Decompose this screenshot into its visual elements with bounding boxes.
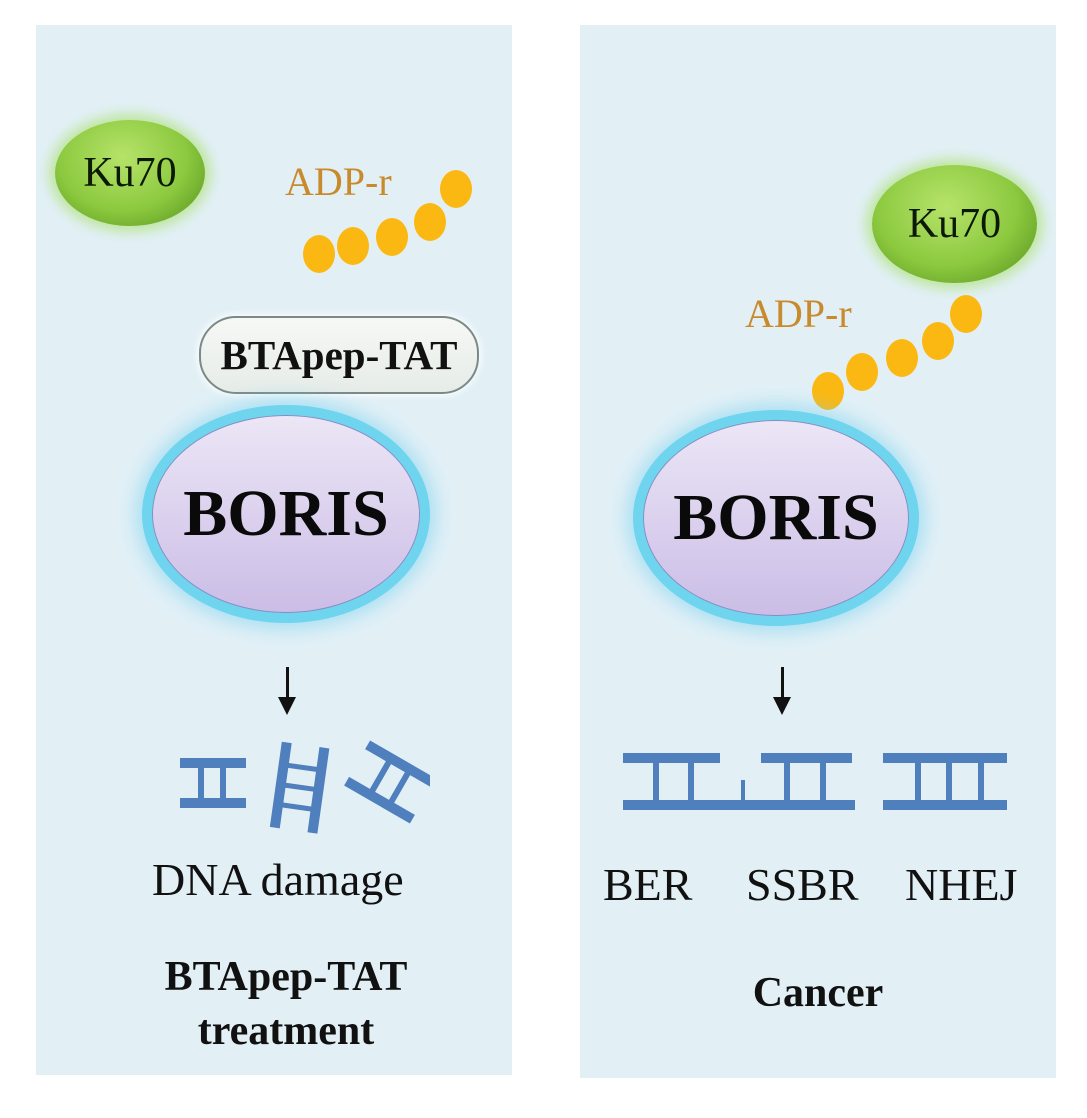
right-panel-title: Cancer <box>752 970 884 1016</box>
btapep-tat-peptide: BTApep-TAT <box>199 316 479 394</box>
boris-protein-left: BORIS <box>152 415 420 613</box>
adp-bead-right-1 <box>812 372 844 410</box>
repair-label-ber: BER <box>603 859 693 910</box>
dna-rung <box>220 766 226 800</box>
dna-repair-strands-icon <box>623 753 1007 810</box>
ku70-label-left: Ku70 <box>83 150 177 196</box>
repair-label-nhej: NHEJ <box>905 859 1018 910</box>
dna-rung <box>198 766 204 800</box>
boris-label-right: BORIS <box>673 481 879 554</box>
adp-bead-left-4 <box>414 203 446 241</box>
dna-damage-fragments-icon <box>180 740 430 834</box>
dna-damage-label: DNA damage <box>152 854 404 905</box>
arrow-down-left-icon <box>278 667 296 715</box>
adp-bead-right-4 <box>922 322 954 360</box>
adp-r-label-right: ADP-r <box>745 291 852 336</box>
ku70-protein-right: Ku70 <box>872 165 1037 283</box>
btapep-tat-label: BTApep-TAT <box>220 332 458 378</box>
adp-bead-left-2 <box>337 227 369 265</box>
adp-bead-left-5 <box>440 170 472 208</box>
left-panel-title: BTApep-TAT treatment <box>136 950 436 1058</box>
left-panel-title-line2: treatment <box>197 1008 375 1054</box>
ku70-label-right: Ku70 <box>907 201 1002 247</box>
dna-strand <box>180 798 246 808</box>
adp-bead-right-2 <box>846 353 878 391</box>
adp-bead-left-3 <box>376 218 408 256</box>
adp-bead-right-3 <box>886 339 918 377</box>
boris-protein-right: BORIS <box>643 420 909 616</box>
adp-r-label-left: ADP-r <box>285 159 392 204</box>
left-panel-title-line1: BTApep-TAT <box>164 954 408 1000</box>
repair-label-ssbr: SSBR <box>746 859 859 910</box>
adp-bead-left-1 <box>303 235 335 273</box>
dna-strand <box>180 758 246 768</box>
ku70-protein-left: Ku70 <box>55 120 205 226</box>
boris-label-left: BORIS <box>183 477 389 550</box>
adp-bead-right-5 <box>950 295 982 333</box>
arrow-down-right-icon <box>773 667 791 715</box>
